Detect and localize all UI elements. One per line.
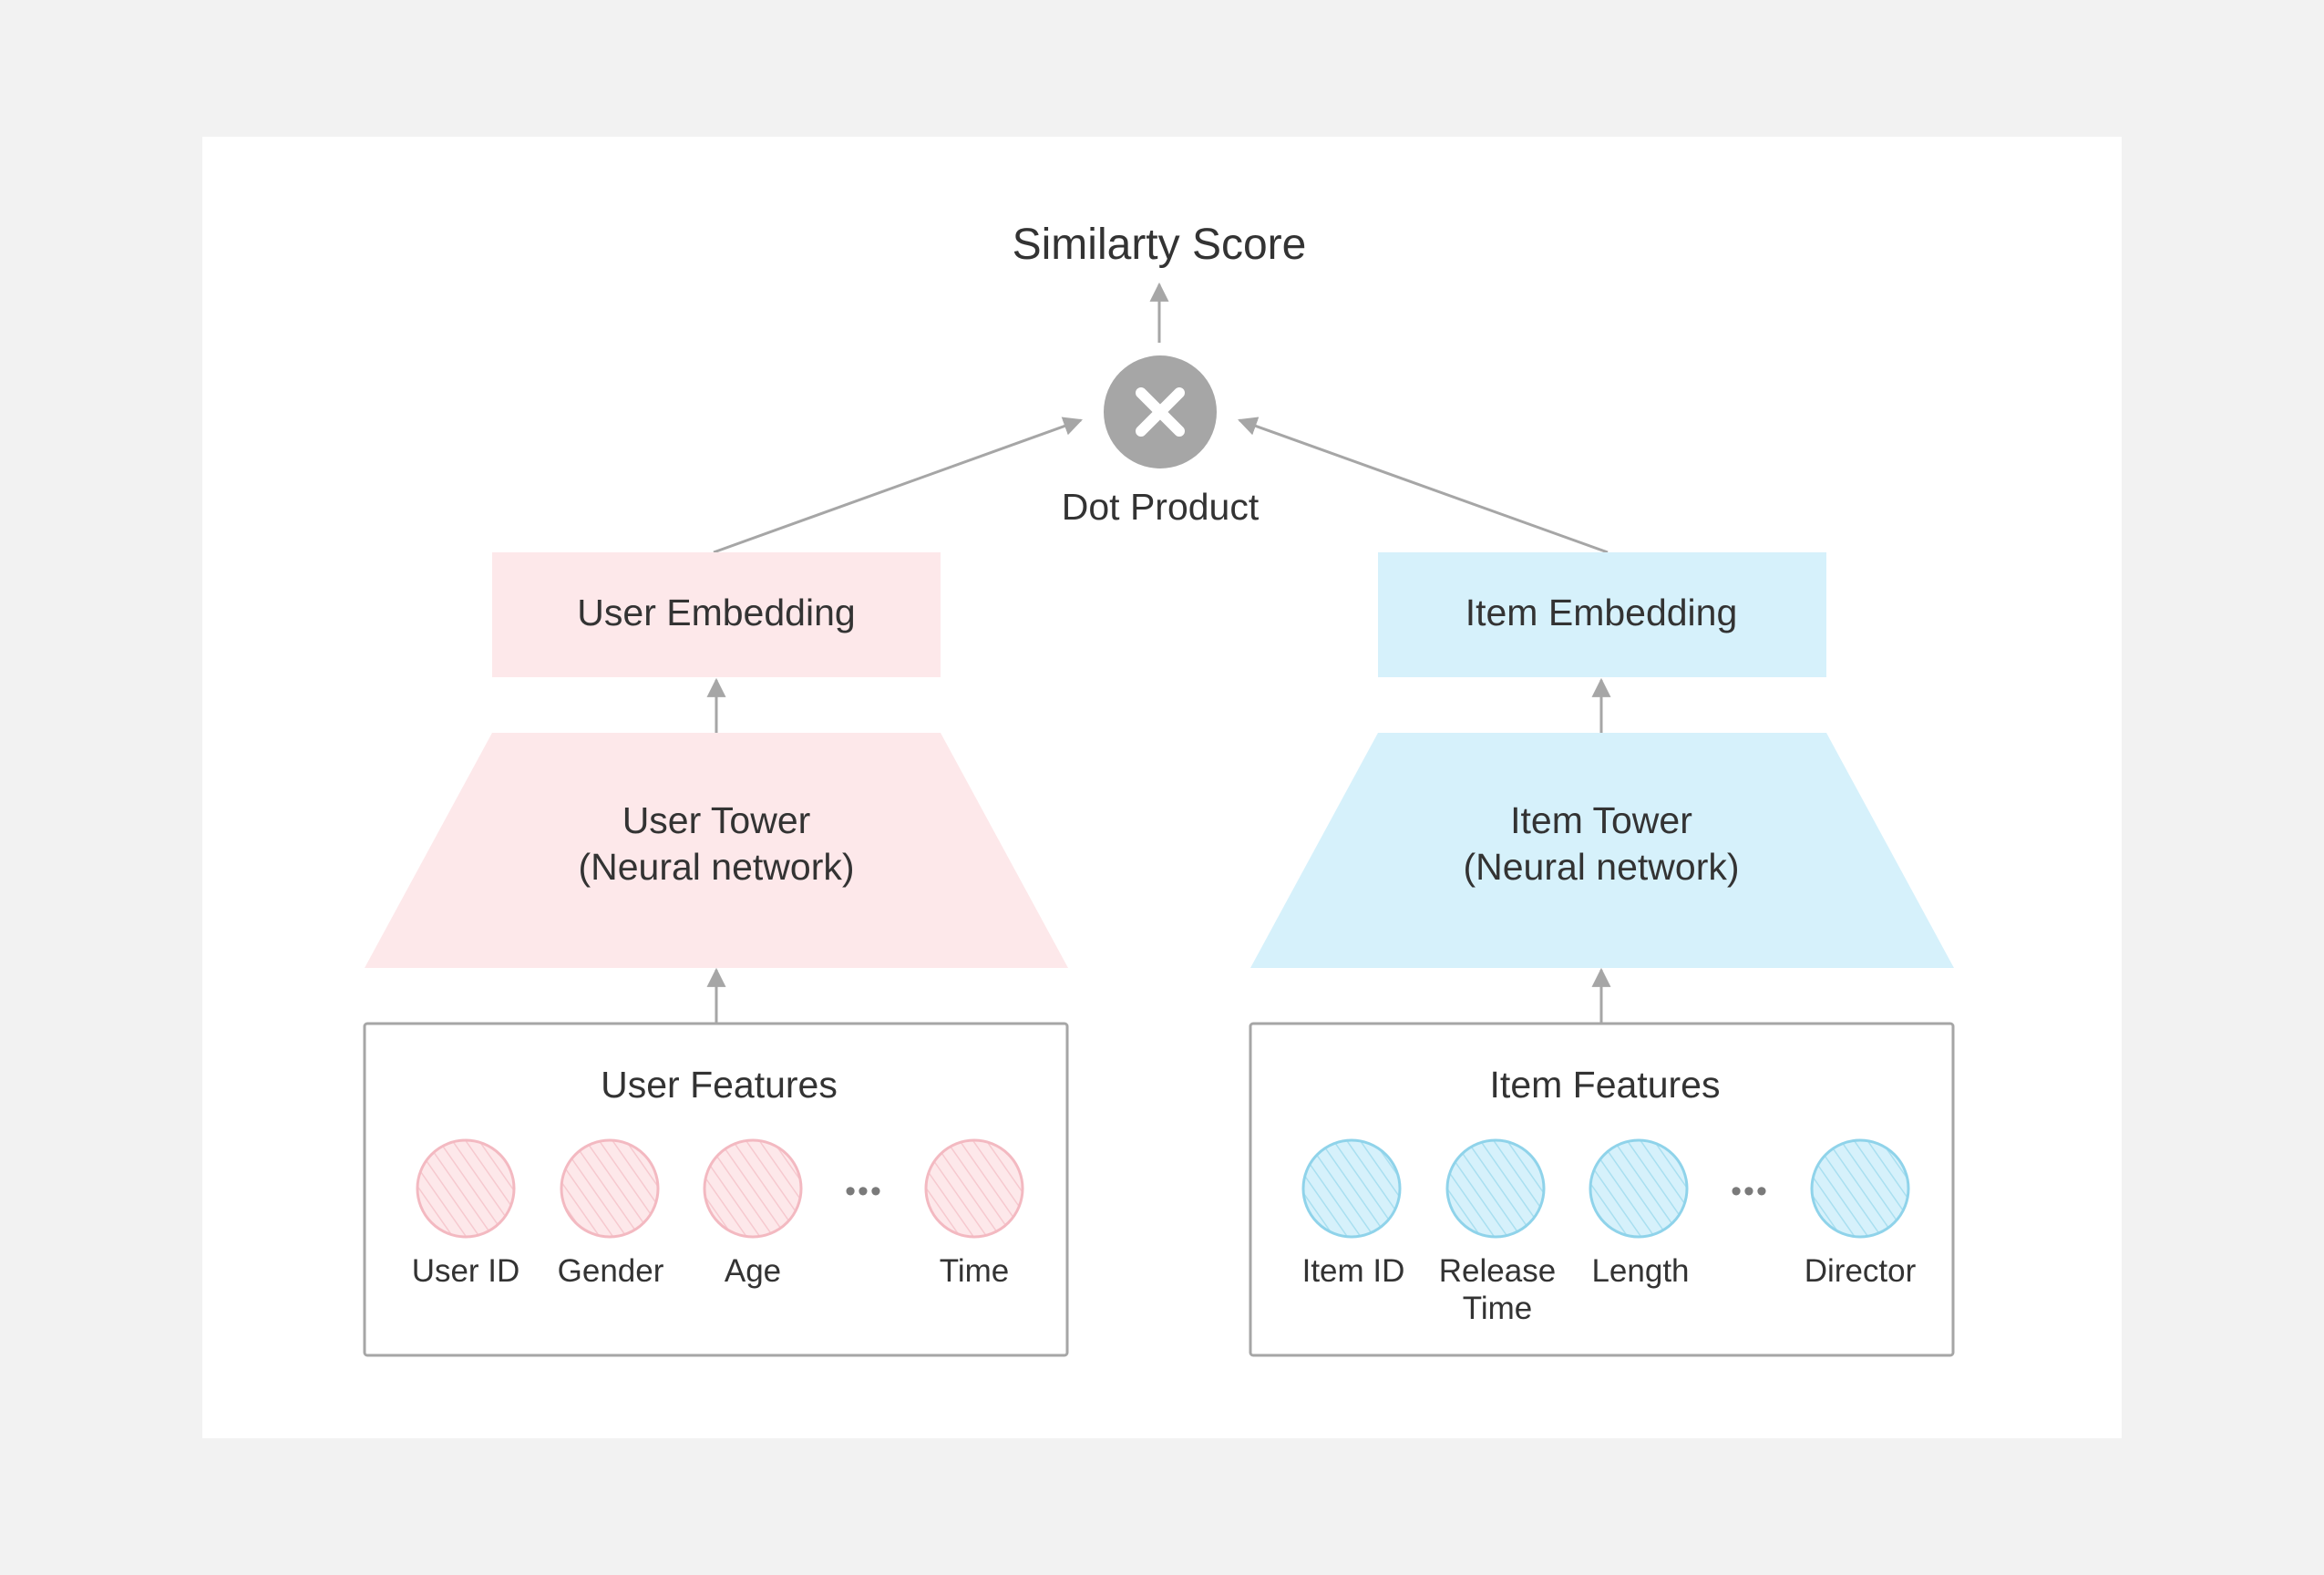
item-features-ellipsis: •••: [1731, 1174, 1769, 1209]
user-feature-gender: Gender: [558, 1138, 664, 1289]
user-branch: User Embedding User Tower (Neural networ…: [363, 552, 1069, 1357]
user-tower-trapezoid: [365, 733, 1068, 968]
feature-label: Length: [1591, 1253, 1689, 1289]
feature-circle: [703, 1138, 803, 1239]
multiply-icon: [1136, 387, 1185, 437]
item-tower-sublabel: (Neural network): [1463, 846, 1739, 888]
dot-product-label: Dot Product: [1062, 486, 1260, 528]
arrow-user-embedding-to-dot: [713, 417, 1083, 554]
item-feature-item-id: Item ID: [1301, 1138, 1405, 1289]
arrow-item-embedding-to-dot: [1238, 417, 1609, 554]
dot-product-operator: [1104, 355, 1217, 468]
feature-label-line2: Time: [1463, 1291, 1532, 1326]
item-tower-trapezoid: [1250, 733, 1954, 968]
user-tower-sublabel: (Neural network): [578, 846, 854, 888]
user-feature-age: Age: [703, 1138, 803, 1289]
user-embedding-label: User Embedding: [577, 592, 855, 633]
feature-circle: [1810, 1138, 1910, 1239]
user-features-title: User Features: [601, 1064, 838, 1106]
item-feature-release-time: Release Time: [1439, 1138, 1556, 1326]
user-embedding-box: [492, 552, 941, 677]
similarity-score-label: Similarty Score: [1013, 221, 1307, 269]
feature-label: Item ID: [1302, 1253, 1405, 1289]
feature-label: Time: [940, 1253, 1009, 1289]
item-feature-length: Length: [1589, 1138, 1690, 1289]
feature-label: Age: [725, 1253, 781, 1289]
item-embedding-box: [1378, 552, 1826, 677]
item-features-title: Item Features: [1490, 1064, 1721, 1106]
feature-circle: [1589, 1138, 1689, 1239]
feature-circle: [416, 1138, 516, 1239]
feature-circle: [560, 1138, 660, 1239]
user-feature-time: Time: [924, 1138, 1024, 1289]
item-embedding-label: Item Embedding: [1465, 592, 1738, 633]
feature-circle: [924, 1138, 1024, 1239]
feature-circle: [1301, 1138, 1402, 1239]
item-tower-label: Item Tower: [1510, 799, 1692, 841]
user-feature-user-id: User ID: [412, 1138, 520, 1289]
item-feature-director: Director: [1805, 1138, 1917, 1289]
feature-label: Release: [1439, 1253, 1556, 1289]
user-tower-label: User Tower: [622, 799, 811, 841]
feature-label: User ID: [412, 1253, 520, 1289]
user-features-ellipsis: •••: [845, 1174, 883, 1209]
feature-circle: [1445, 1138, 1546, 1239]
feature-label: Director: [1805, 1253, 1917, 1289]
feature-label: Gender: [558, 1253, 664, 1289]
item-branch: Item Embedding Item Tower (Neural networ…: [1249, 552, 1955, 1357]
